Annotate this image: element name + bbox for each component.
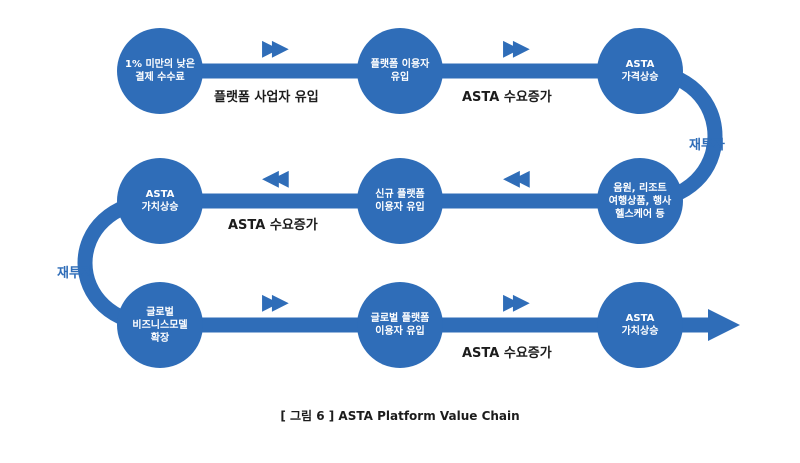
arrow-head-right-icon (708, 309, 740, 341)
label-asta-demand-3: ASTA 수요증가 (462, 346, 552, 361)
label-asta-demand-1: ASTA 수요증가 (462, 90, 552, 105)
label-reinvest-left: 재투자 (57, 266, 93, 281)
label-asta-demand-2: ASTA 수요증가 (228, 218, 318, 233)
double-chevron-left-icon: ◀◀ (503, 166, 530, 191)
double-chevron-left-icon: ◀◀ (262, 166, 289, 191)
double-chevron-right-icon: ▶▶ (503, 36, 530, 61)
double-chevron-right-icon: ▶▶ (503, 290, 530, 315)
label-platform-business-inflow: 플랫폼 사업자 유입 (214, 90, 319, 105)
figure-caption: [ 그림 6 ] ASTA Platform Value Chain (280, 409, 520, 423)
label-reinvest-right: 재투자 (689, 138, 725, 153)
double-chevron-right-icon: ▶▶ (262, 290, 289, 315)
double-chevron-right-icon: ▶▶ (262, 36, 289, 61)
